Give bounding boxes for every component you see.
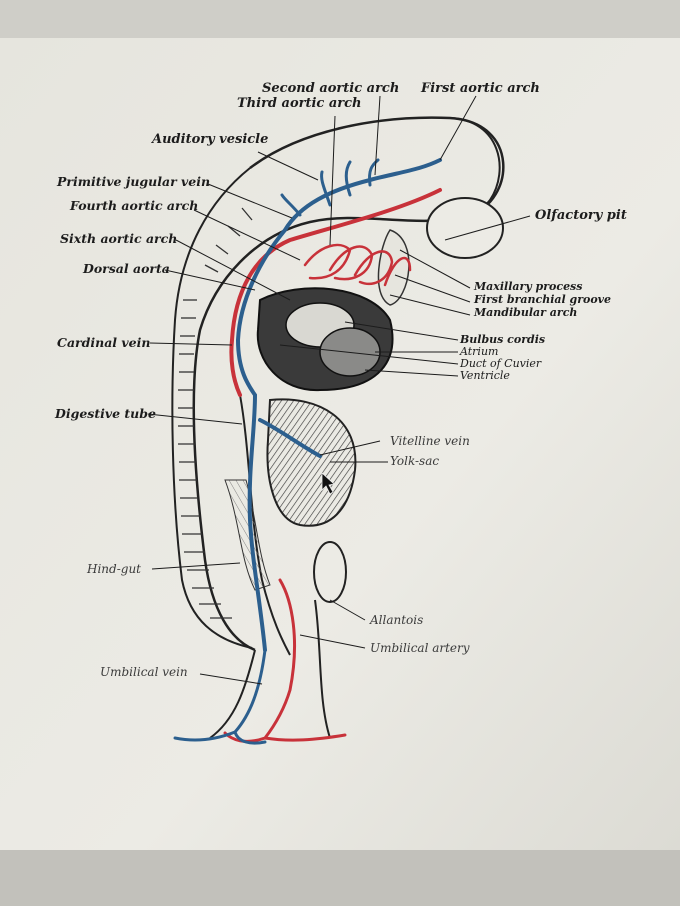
umbilical-vein-vessel (173, 648, 267, 745)
label-duct-of-cuvier: Duct of Cuvier (459, 357, 542, 370)
label-atrium: Atrium (459, 345, 498, 358)
label-umbilical-vein: Umbilical vein (100, 665, 188, 679)
label-sixth-aortic-arch: Sixth aortic arch (60, 231, 177, 246)
dorsal-body-outline (192, 116, 505, 652)
label-digestive-tube: Digestive tube (54, 406, 156, 421)
label-hind-gut: Hind-gut (86, 562, 141, 576)
jugular-branches (280, 158, 380, 217)
label-vitelline-vein: Vitelline vein (390, 434, 470, 448)
embryo-body (171, 116, 505, 739)
label-yolk-sac: Yolk-sac (390, 454, 439, 468)
label-umbilical-artery: Umbilical artery (370, 641, 470, 655)
aortic-arches-vessel (303, 243, 412, 287)
label-fourth-aortic-arch: Fourth aortic arch (69, 198, 198, 213)
label-first-aortic-arch: First aortic arch (420, 81, 540, 96)
label-bulbus-cordis: Bulbus cordis (459, 333, 545, 346)
label-ventricle: Ventricle (460, 369, 510, 382)
vitelline-vein-vessel (258, 418, 322, 458)
label-auditory-vesicle: Auditory vesicle (150, 132, 268, 147)
label-maxillary-process: Maxillary process (473, 280, 582, 293)
label-olfactory-pit: Olfactory pit (535, 208, 627, 223)
olfactory-region (426, 197, 504, 259)
yolk-sac-shape (266, 398, 357, 527)
label-first-branchial-groove: First branchial groove (473, 293, 611, 306)
leader-lines (147, 95, 531, 685)
mouse-pointer-icon (321, 472, 335, 495)
umbilical-stalk (209, 599, 331, 739)
label-cardinal-vein: Cardinal vein (57, 335, 150, 350)
bottom-bezel (0, 850, 680, 906)
hind-gut-shading (224, 479, 271, 591)
vessels (173, 158, 442, 745)
somites (178, 207, 253, 619)
label-dorsal-aorta: Dorsal aorta (82, 261, 170, 276)
label-allantois: Allantois (369, 613, 423, 627)
allantois-shape (313, 541, 347, 603)
label-mandibular-arch: Mandibular arch (473, 306, 577, 319)
label-second-aortic-arch: Second aortic arch (262, 81, 399, 96)
label-primitive-jugular-vein: Primitive jugular vein (56, 174, 210, 189)
labels: Second aortic arch Third aortic arch Fir… (54, 81, 627, 679)
outer-body-outline (171, 167, 253, 649)
label-third-aortic-arch: Third aortic arch (237, 96, 362, 111)
